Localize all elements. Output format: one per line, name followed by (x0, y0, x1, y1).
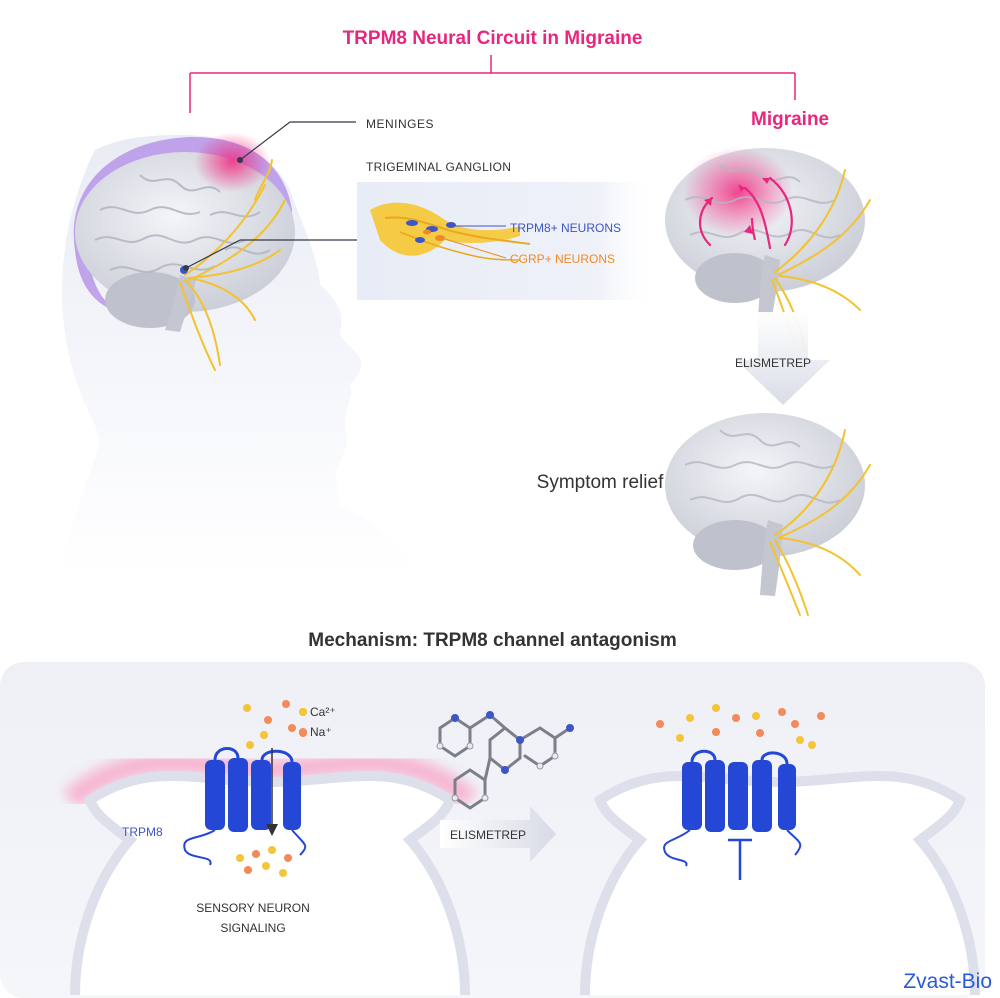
left-brain (75, 132, 295, 332)
trpm8-channel-right (663, 749, 802, 867)
trpm8-channel-left (183, 747, 307, 866)
label-cgrp-neurons: CGRP+ NEURONS (510, 252, 616, 266)
label-trigeminal-ganglion: TRIGEMINAL GANGLION (366, 160, 512, 174)
callout-lines (185, 121, 357, 269)
calcium-dot (299, 708, 307, 716)
right-arrow (440, 806, 556, 862)
block-symbol (728, 838, 752, 880)
ions-bottom-left (236, 846, 292, 877)
ions-top-right (656, 704, 825, 749)
meninges-layer (73, 136, 292, 312)
mechanism-title: Mechanism: TRPM8 channel antagonism (308, 630, 677, 651)
diagram-title: TRPM8 Neural Circuit in Migraine (342, 28, 643, 49)
title-bracket (189, 55, 796, 113)
watermark-logo: Zvast-Bio (903, 970, 992, 993)
molecule-atoms (436, 711, 574, 802)
label-meninges: MENINGES (366, 117, 435, 131)
label-elismetrep-treatment: ELISMETREP (735, 356, 812, 370)
trigeminal-inset (357, 182, 657, 300)
label-sodium: Na⁺ (310, 725, 332, 739)
label-migraine: Migraine (751, 109, 830, 130)
sodium-dot (299, 728, 307, 736)
label-calcium: Ca²⁺ (310, 705, 336, 719)
left-nerves (179, 159, 286, 371)
relief-nerves (769, 429, 871, 616)
label-trpm8-channel: TRPM8 (122, 825, 163, 839)
label-elismetrep-drug: ELISMETREP (450, 828, 527, 842)
relief-brain (665, 413, 865, 596)
label-symptom-relief: Symptom relief (536, 472, 664, 493)
down-arrow (736, 312, 830, 405)
label-trpm8-neurons: TRPM8+ NEURONS (510, 221, 622, 235)
label-sensory-neuron-signaling: SENSORY NEURON SIGNALING (196, 901, 310, 935)
